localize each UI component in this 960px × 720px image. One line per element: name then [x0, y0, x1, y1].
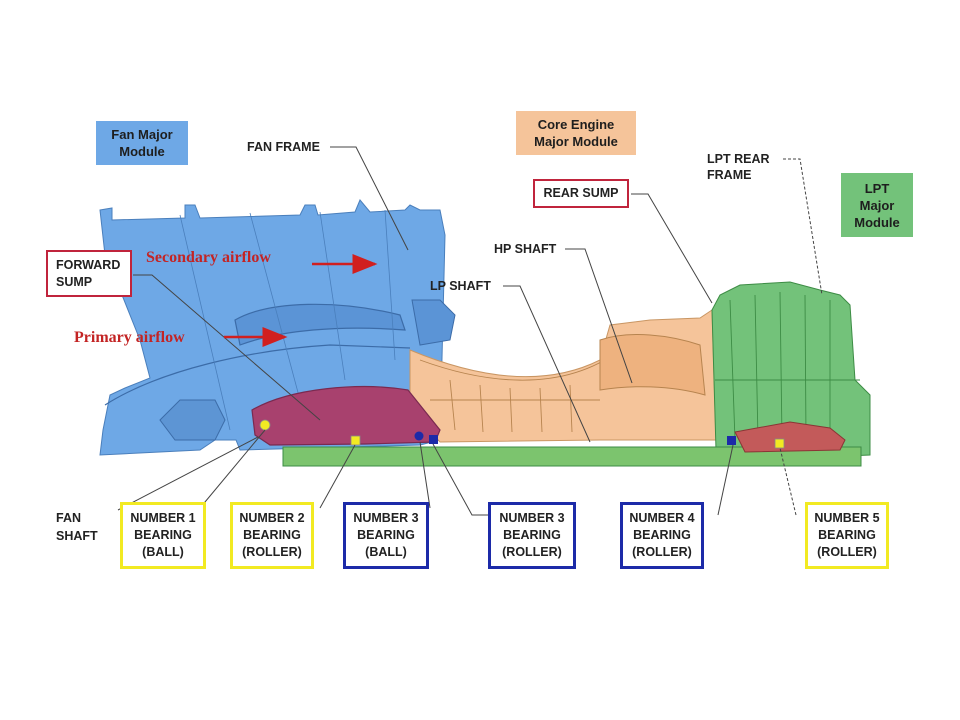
engine-shaft [282, 446, 862, 467]
rear-sump-label: REAR SUMP [533, 179, 629, 208]
bearing-1-box: NUMBER 1 BEARING (BALL) [120, 502, 206, 569]
hp-shaft-leader [565, 248, 633, 384]
forward-sump-leader [133, 274, 321, 421]
bearing-5-box: NUMBER 5 BEARING (ROLLER) [805, 502, 889, 569]
fan-hub-outline [159, 399, 226, 441]
bearing-2-marker [350, 435, 361, 446]
hp-shaft-label: HP SHAFT [494, 242, 557, 256]
fan-frame-leader [330, 146, 409, 251]
lp-shaft-leader [503, 285, 591, 443]
secondary-airflow-label: Secondary airflow [146, 249, 271, 266]
fan-module-label: Fan Major Module [96, 121, 188, 165]
rear-sump-region [734, 421, 846, 453]
bearing-3-ball-box: NUMBER 3 BEARING (BALL) [343, 502, 429, 569]
fan-inner-casing [104, 344, 411, 406]
primary-airflow-label: Primary airflow [74, 329, 185, 346]
bearing-3-roller-leader [432, 443, 488, 516]
fan-shaft-leader [117, 436, 259, 511]
rear-sump-leader [631, 193, 713, 304]
bearing-2-box: NUMBER 2 BEARING (ROLLER) [230, 502, 314, 569]
lpt-rear-frame-label: LPT REAR FRAME [707, 152, 770, 182]
fan-frame-label: FAN FRAME [247, 140, 320, 154]
bearing-1-marker [259, 419, 271, 431]
bearing-4-marker [727, 436, 736, 445]
bearing-3-ball-leader [419, 441, 431, 509]
fan-guide-vane [411, 299, 456, 346]
lpt-module-label: LPT Major Module [841, 173, 913, 237]
bearing-3-roller-marker [429, 435, 438, 444]
core-compressor-outline [419, 349, 621, 433]
bearing-2-leader [319, 444, 356, 509]
bearing-5-marker [774, 438, 785, 449]
fan-strut-lines [179, 209, 396, 431]
lp-shaft-label: LP SHAFT [430, 279, 491, 293]
bearing-3-roller-box: NUMBER 3 BEARING (ROLLER) [488, 502, 576, 569]
forward-sump-label: FORWARD SUMP [46, 250, 132, 297]
bearing-1-leader [199, 429, 266, 509]
lpt-stage-lines [715, 291, 860, 441]
bearing-5-leader [779, 447, 797, 516]
leader-lines [117, 146, 823, 516]
lpt-rear-frame-leader [783, 158, 823, 296]
bearing-4-box: NUMBER 4 BEARING (ROLLER) [620, 502, 704, 569]
fan-shaft-label: FAN SHAFT [56, 511, 98, 543]
bearing-3-ball-marker [414, 431, 424, 441]
core-combustor [599, 334, 706, 396]
bearing-4-leader [717, 444, 734, 516]
core-module-label: Core Engine Major Module [516, 111, 636, 155]
